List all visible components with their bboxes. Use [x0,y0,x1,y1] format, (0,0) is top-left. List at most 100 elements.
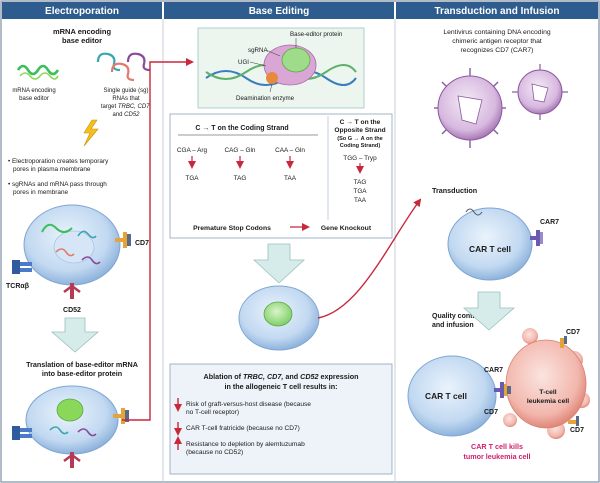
bullet1-line2: pores in plasma membrane [13,166,91,173]
translation-line2: into base-editor protein [42,369,122,378]
knockout-label: Gene Knockout [321,225,372,232]
sg-label-line3: target TRBC, CD7, [101,104,151,110]
effect-1-line1: Risk of graft-versus-host disease (becau… [186,401,311,408]
sg-label-line2: RNAs that [112,96,140,102]
effect-1-line2: no T-cell receptor) [186,409,239,416]
car7-label-top: CAR7 [540,219,559,226]
stop-codons-label: Premature Stop Codons [193,225,271,232]
effect-2-line1: CAR T-cell fratricide (because no CD7) [186,425,300,432]
cd7-label: CD7 [135,240,149,247]
car7-receptor-top [530,230,543,246]
sgrna-purple [126,52,151,72]
sgrna-cell2-teal [49,426,69,435]
opp-to-codon-2: TGA [353,188,367,195]
ablation-line2: in the allogeneic T cell results in: [224,382,337,391]
mrna-in-cell [41,223,73,233]
codon-from-2: CAG – Gln [225,147,256,154]
mrna-label-line1: mRNA encoding [12,88,55,94]
cas-domain-shape [281,47,311,73]
car-t-cell-label-bottom: CAR T cell [425,391,467,401]
codon-table-box [169,113,393,239]
sgrna-in-cell-salmon [55,248,75,257]
ablation-box [169,363,393,475]
translation-line1: Translation of base-editor mRNA [26,360,138,369]
cd7-label-binding: CD7 [484,409,498,416]
down-arrow-infusion [462,291,516,331]
leukemia-cell [503,328,590,439]
effect-3-line2: (because no CD52) [186,449,243,456]
connector-editing-to-transduction [317,198,422,319]
cd7-receptor-cell2 [113,408,129,424]
lenti-line1: Lentivirus containing DNA encoding [443,29,551,36]
sg-label-line4: and CD52 [112,112,140,118]
base-editor-protein-blob [56,398,84,422]
deaminase-shape [266,72,278,84]
kills-line1: CAR T cell kills [471,442,523,451]
lenti-line2: chimeric antigen receptor that [452,38,542,45]
deaminase-label: Deamination enzyme [236,95,295,102]
cd52-receptor-cell2 [63,452,81,468]
leukemia-label-line2: leukemia cell [527,398,569,405]
deaminase-leader [269,83,273,93]
cd7-receptor [115,232,131,248]
codon-from-1: CGA – Arg [177,147,208,154]
sg-label-line1: Single guide (sg) [103,88,148,94]
viral-dna-entry [465,208,483,216]
car7-label-bottom: CAR7 [484,367,503,374]
opp-to-codon-3: TAA [354,197,367,204]
qc-line1: Quality control [432,313,481,320]
sgrna-teal [96,52,121,72]
mrna-strand [16,64,60,76]
bullet2-line2: pores in membrane [13,189,69,196]
effects-list: Risk of graft-versus-host disease (becau… [174,398,311,456]
down-arrow-editing [252,243,306,284]
kills-line2: tumor leukemia cell [463,452,530,461]
header-electroporation: Electroporation [45,6,119,17]
opp-from-codon: TGG – Tryp [343,155,377,162]
codon-to-2: TAG [234,175,247,182]
header-bar-transduction [396,2,598,19]
effect-3-line1: Resistance to depletion by alemtuzumab [186,441,305,448]
lenti-line3: recognizes CD7 (CAR7) [461,47,534,54]
opp-to-codon-1: TAG [354,179,367,186]
ablation-line1: Ablation of TRBC, CD7, and CD52 expressi… [204,372,359,381]
lentivirus-large [434,68,506,148]
sgrna-label: sgRNA [248,47,268,54]
tcr-receptor [12,260,32,274]
qc-line2: and infusion [432,322,474,329]
connector-electroporation-to-editing [122,58,194,421]
mrna-title-line1: mRNA encoding [53,27,111,36]
car-t-cell-label-top: CAR T cell [469,244,511,254]
tcr-label: TCRαβ [6,283,30,290]
opp-title-line3: (So G → A on the [337,136,383,142]
cd7-label-leukemia-top: CD7 [566,329,580,336]
protein-label: Base-editor protein [290,31,343,38]
header-base-editing: Base Editing [249,6,310,17]
coding-strand-title: C → T on the Coding Strand [195,125,288,132]
transduction-label: Transduction [432,186,477,195]
lentivirus-small [512,64,568,120]
header-bar-base-editing [164,2,394,19]
mrna-label-line2: base editor [19,96,49,102]
codon-to-3: TAA [284,175,297,182]
bullet2-line1: • sgRNAs and mRNA pass through [8,181,107,188]
tcr-receptor-cell2 [12,426,32,440]
cd7-label-leukemia-bottom: CD7 [570,427,584,434]
car-t-cell-bottom [407,355,497,437]
header-transduction: Transduction and Infusion [435,6,560,17]
car-t-cell-top [447,207,533,281]
ugi-label: UGI [238,59,249,66]
sgrna-salmon [110,62,135,82]
cd7-receptor-leukemia-top [560,336,567,348]
opp-title-line2: Opposite Strand [334,127,385,134]
opp-title-line1: C → T on the [340,119,381,126]
car7-cd7-binding [494,382,511,398]
mrna-title-line2: base editor [62,36,102,45]
codon-from-3: CAA – Gln [275,147,305,154]
down-arrow-translation [50,317,100,353]
sgrna-in-cell-teal [77,230,97,239]
opp-title-line4: Coding Strand) [340,143,381,149]
ugi-leader [249,61,267,67]
